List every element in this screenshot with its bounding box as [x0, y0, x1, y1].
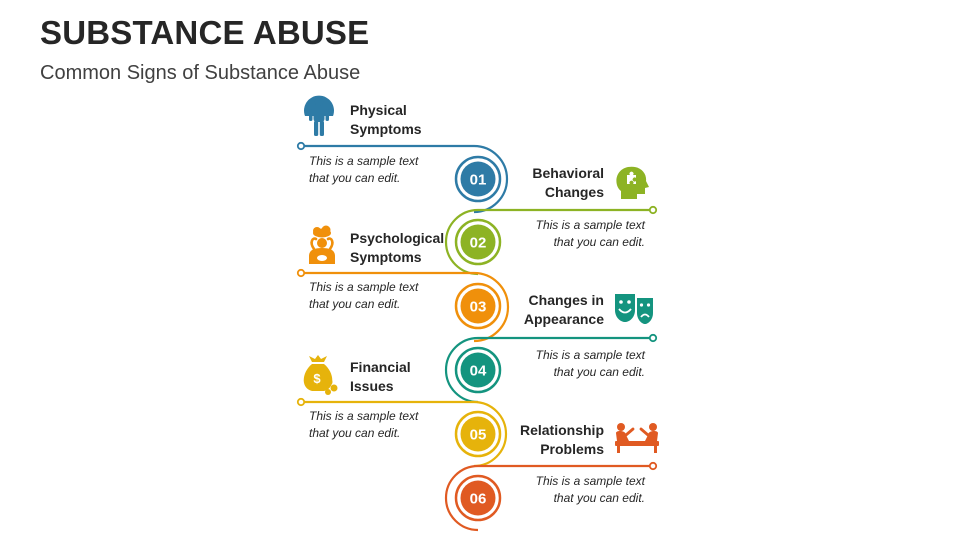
step-title-05-line2: Issues — [350, 378, 394, 394]
step-title-02-line1: Behavioral — [532, 165, 604, 181]
step-badge-05: 05 — [454, 410, 502, 458]
step-badge-02: 02 — [454, 218, 502, 266]
connector-dot-01 — [296, 141, 306, 151]
step-desc-06-line2: that you can edit. — [553, 491, 645, 505]
step-title-04-line2: Appearance — [523, 311, 604, 327]
connector-line-05 — [301, 400, 508, 468]
connector-line-01 — [301, 144, 509, 214]
step-badge-01: 01 — [454, 155, 502, 203]
page-subtitle: Common Signs of Substance Abuse — [40, 62, 361, 84]
connector-dot-02 — [648, 205, 658, 215]
step-title-02-line2: Changes — [544, 184, 604, 200]
svg-text:$: $ — [313, 371, 321, 386]
step-title-01-line1: Physical — [350, 102, 407, 118]
step-desc-01-line1: This is a sample text — [309, 154, 419, 168]
step-title-01: Physical Symptoms — [350, 101, 470, 139]
connector-dot-05 — [296, 397, 306, 407]
step-title-03-line1: Psychological — [350, 230, 445, 246]
connector-dot-06 — [648, 461, 658, 471]
head-puzzle-icon — [616, 166, 649, 199]
step-desc-05: This is a sample text that you can edit. — [309, 408, 459, 442]
step-number-04: 04 — [470, 363, 487, 380]
step-number-05: 05 — [470, 427, 487, 444]
step-desc-01-line2: that you can edit. — [309, 171, 401, 185]
step-desc-05-line1: This is a sample text — [309, 409, 419, 423]
step-desc-04: This is a sample text that you can edit. — [495, 347, 645, 381]
connector-line-06 — [444, 464, 653, 532]
connector-line-02 — [444, 208, 653, 276]
stressed-person-icon — [309, 225, 335, 264]
step-badge-06: 06 — [454, 474, 502, 522]
step-desc-04-line2: that you can edit. — [553, 365, 645, 379]
step-desc-03: This is a sample text that you can edit. — [309, 279, 459, 313]
arguing-couple-icon — [615, 423, 659, 453]
step-desc-02-line2: that you can edit. — [553, 235, 645, 249]
step-badge-04: 04 — [454, 346, 502, 394]
standing-person-icon — [304, 95, 334, 136]
step-title-03: Psychological Symptoms — [350, 229, 470, 267]
step-title-05-line1: Financial — [350, 359, 411, 375]
page-title: SUBSTANCE ABUSE — [40, 14, 370, 51]
step-title-06-line1: Relationship — [519, 422, 604, 438]
step-title-06-line2: Problems — [540, 441, 604, 457]
step-desc-02-line1: This is a sample text — [535, 218, 645, 232]
step-title-03-line2: Symptoms — [350, 249, 422, 265]
connector-dot-04 — [648, 333, 658, 343]
step-desc-02: This is a sample text that you can edit. — [495, 217, 645, 251]
step-title-05: Financial Issues — [350, 358, 470, 396]
step-badge-03: 03 — [454, 282, 502, 330]
step-desc-06-line1: This is a sample text — [535, 474, 645, 488]
step-desc-03-line2: that you can edit. — [309, 297, 401, 311]
step-desc-05-line2: that you can edit. — [309, 426, 401, 440]
step-title-04: Changes in Appearance — [484, 291, 604, 329]
step-number-01: 01 — [470, 172, 487, 189]
money-bag-icon: $ — [303, 355, 338, 395]
step-title-06: Relationship Problems — [484, 421, 604, 459]
connector-dot-03 — [296, 268, 306, 278]
step-desc-06: This is a sample text that you can edit. — [495, 473, 645, 507]
connector-line-04 — [444, 336, 653, 404]
step-title-04-line1: Changes in — [528, 292, 604, 308]
step-title-01-line2: Symptoms — [350, 121, 422, 137]
theater-masks-icon — [615, 294, 653, 324]
step-number-06: 06 — [470, 491, 487, 508]
step-desc-01: This is a sample text that you can edit. — [309, 153, 459, 187]
step-desc-04-line1: This is a sample text — [535, 348, 645, 362]
step-number-02: 02 — [470, 235, 487, 252]
step-title-02: Behavioral Changes — [484, 164, 604, 202]
step-number-03: 03 — [470, 299, 487, 316]
step-desc-03-line1: This is a sample text — [309, 280, 419, 294]
